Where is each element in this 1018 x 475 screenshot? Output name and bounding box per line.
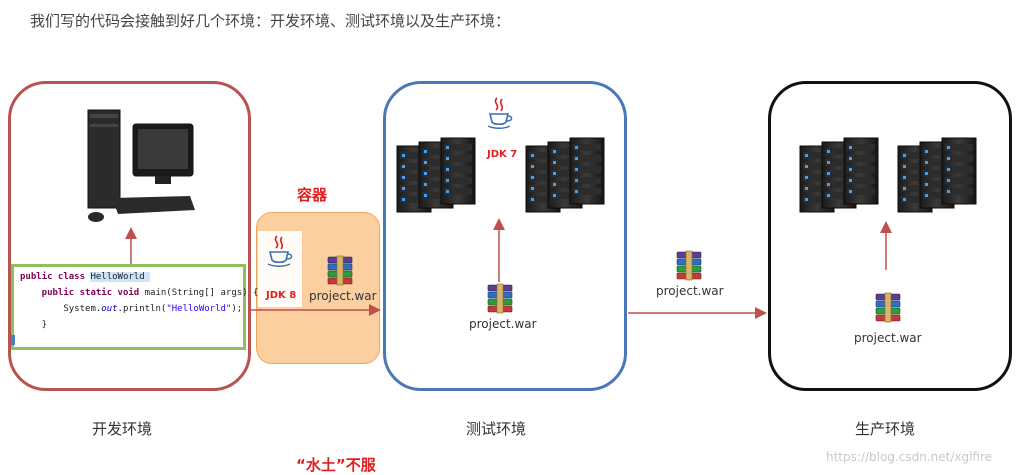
code-keyword: public class	[20, 272, 91, 282]
code-text: );	[231, 304, 243, 314]
test-environment-label: 测试环境	[466, 420, 527, 438]
code-keyword: public static void	[20, 288, 145, 298]
archive-icon	[875, 292, 901, 323]
page-heading: 我们写的代码会接触到好几个环境：开发环境、测试环境以及生产环境：	[30, 12, 511, 30]
server-icon	[898, 138, 976, 212]
war-label-prod: project.war	[854, 331, 922, 345]
server-icon	[800, 138, 878, 212]
prod-environment-box	[768, 81, 1012, 391]
code-text: System.	[20, 304, 102, 314]
jdk8-label: JDK 8	[266, 290, 297, 301]
dev-environment-label: 开发环境	[92, 420, 153, 438]
code-gutter-marker	[11, 335, 15, 345]
container-label: 容器	[297, 186, 328, 204]
computer-icon	[87, 109, 195, 222]
code-text: }	[20, 320, 48, 330]
java-icon	[258, 231, 302, 307]
dev-environment-box	[8, 81, 251, 391]
archive-icon	[327, 255, 353, 286]
code-string: "HelloWorld"	[166, 304, 232, 314]
war-label-transfer: project.war	[656, 284, 724, 298]
prod-environment-label: 生产环境	[855, 420, 916, 438]
test-environment-box	[383, 81, 627, 391]
code-text: main(String[] args) {	[144, 288, 259, 298]
incompatibility-note: “水土”不服	[296, 456, 376, 474]
archive-icon	[676, 250, 702, 281]
jdk7-label: JDK 7	[487, 149, 518, 160]
code-field: out	[101, 304, 118, 314]
war-label-test: project.war	[469, 317, 537, 331]
java-icon	[487, 97, 513, 130]
code-text: .println(	[117, 304, 167, 314]
code-class-name: HelloWorld	[90, 272, 151, 282]
server-icon	[397, 138, 475, 212]
server-icon	[526, 138, 604, 212]
watermark: https://blog.csdn.net/xglfire	[826, 450, 993, 464]
code-snippet: public class HelloWorld public static vo…	[11, 264, 258, 350]
archive-icon	[487, 283, 513, 314]
war-label-container: project.war	[309, 289, 377, 303]
